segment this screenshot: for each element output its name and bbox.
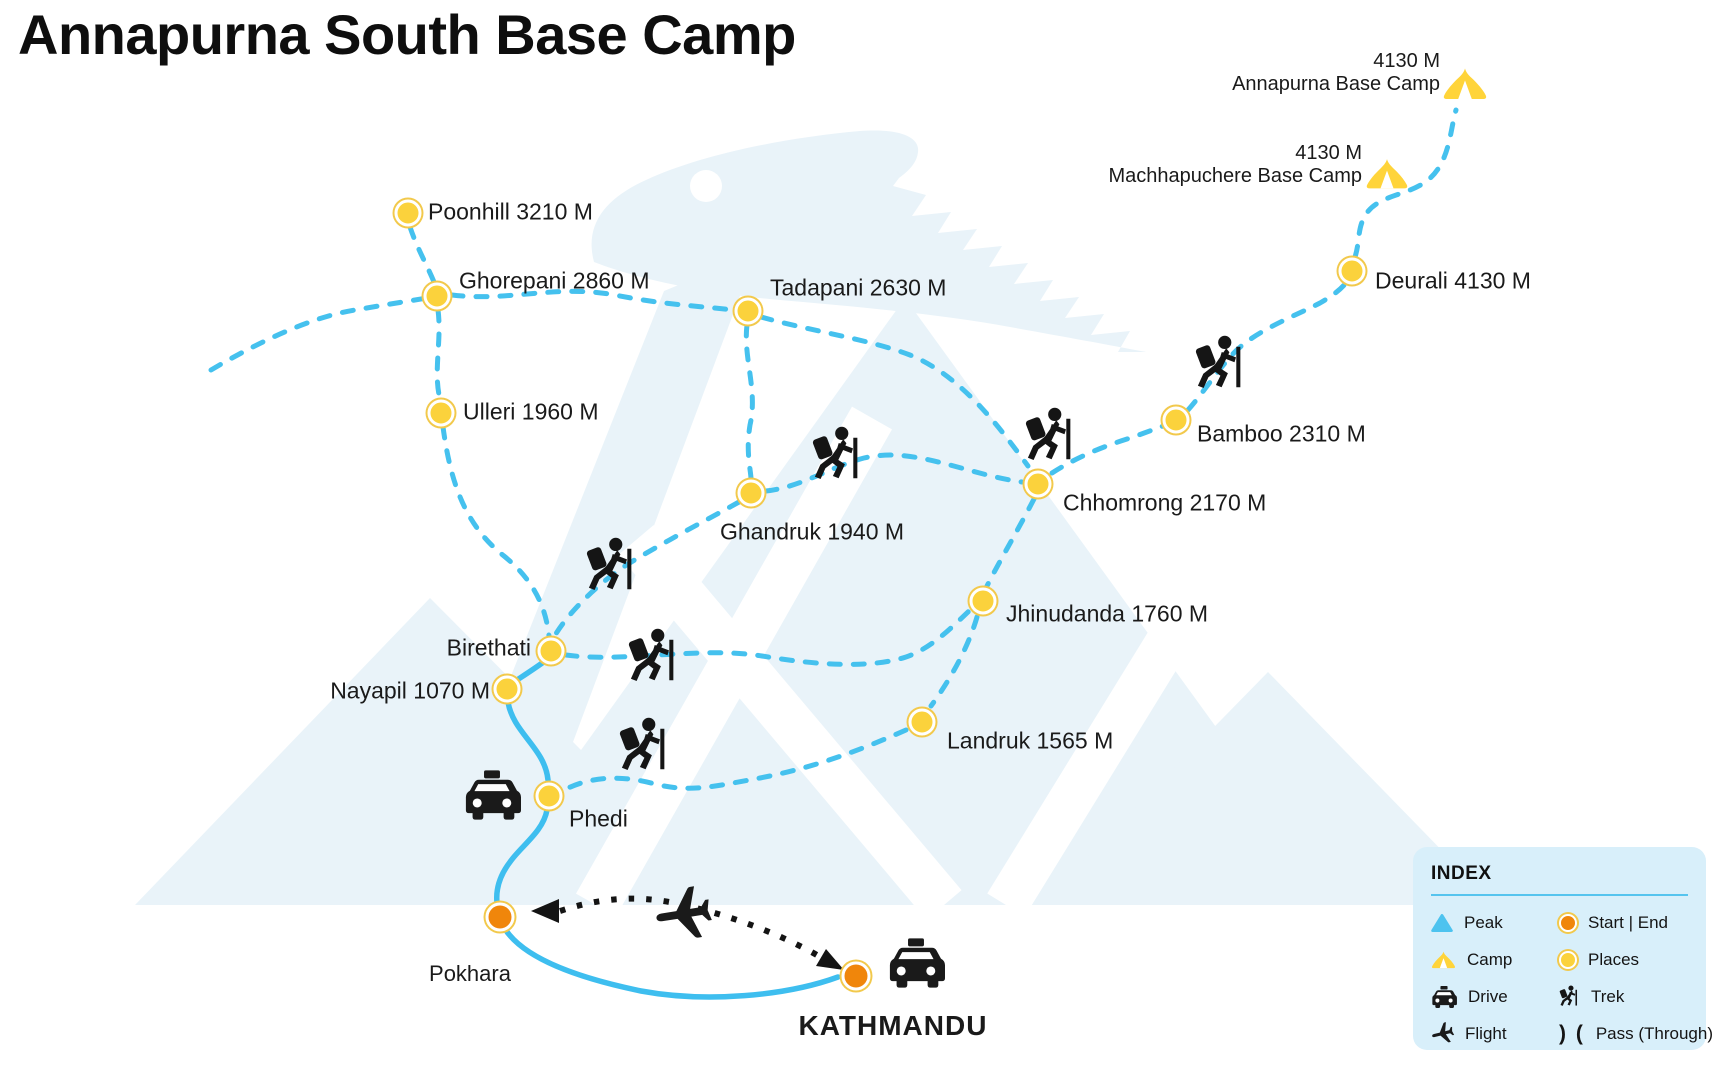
legend-item-pass-through: ) ( Pass (Through) bbox=[1559, 1021, 1713, 1046]
taxi-icon bbox=[887, 938, 945, 988]
legend-label: Peak bbox=[1464, 912, 1503, 932]
legend-panel: INDEX Peak Start | End Camp Places Drive bbox=[1413, 847, 1713, 1052]
place-label-pokhara: Pokhara bbox=[429, 961, 511, 986]
place-label-birethati: Birethati bbox=[446, 634, 531, 661]
legend-title: INDEX bbox=[1431, 863, 1492, 884]
legend-label: Flight bbox=[1465, 1023, 1507, 1043]
legend-item-trek: Trek bbox=[1559, 985, 1696, 1008]
airplane-icon bbox=[650, 881, 716, 947]
legend-item-drive: Drive bbox=[1431, 986, 1559, 1008]
place-marker-birethati bbox=[537, 637, 565, 665]
place-marker-bamboo bbox=[1162, 406, 1190, 434]
trek-route-ghorepani-tadapani bbox=[449, 288, 736, 313]
hiker-icon bbox=[811, 425, 865, 485]
legend-label: Places bbox=[1588, 949, 1640, 969]
flight-route bbox=[531, 895, 844, 970]
flight-arrowhead-kathmandu bbox=[816, 949, 844, 970]
place-label-ghandruk: Ghandruk 1940 M bbox=[719, 518, 905, 545]
hiker-icon bbox=[1194, 334, 1248, 394]
legend-label: Camp bbox=[1467, 949, 1513, 969]
place-label-deurali: Deurali 4130 M bbox=[1375, 267, 1531, 294]
drive-route-phedi-pokhara bbox=[493, 807, 550, 906]
trek-route-deurali-basecamps bbox=[1352, 107, 1459, 260]
legend-label: Start | End bbox=[1588, 912, 1669, 932]
watermark-mountains-ice-axe bbox=[135, 130, 1495, 920]
taxi-icon bbox=[463, 770, 521, 820]
legend-divider bbox=[1431, 894, 1688, 896]
place-label-jhinudanda: Jhinudanda 1760 M bbox=[1006, 600, 1209, 627]
legend-label: Pass (Through) bbox=[1595, 1023, 1713, 1043]
place-marker-jhinudanda bbox=[969, 587, 997, 615]
place-label-kathmandu: KATHMANDU bbox=[798, 1010, 988, 1041]
peak-icon bbox=[1431, 914, 1453, 932]
drive-route-nayapil-phedi bbox=[505, 699, 551, 783]
place-label-ulleri: Ulleri 1960 M bbox=[463, 398, 599, 425]
legend-item-start-end: Start | End bbox=[1559, 913, 1696, 933]
trek-route-chhomrong-bamboo bbox=[1049, 423, 1166, 476]
legend-label: Trek bbox=[1591, 986, 1625, 1006]
place-marker-ghandruk bbox=[737, 479, 765, 507]
place-label-bamboo: Bamboo 2310 M bbox=[1197, 420, 1366, 447]
drive-route-pokhara-kathmandu bbox=[502, 926, 841, 1000]
place-marker-deurali bbox=[1338, 257, 1366, 285]
legend-grid: Peak Start | End Camp Places Drive Trek bbox=[1431, 904, 1713, 1052]
place-marker-chhomrong bbox=[1024, 470, 1052, 498]
trek-route-chhomrong-jhinudanda bbox=[984, 496, 1037, 589]
place-label-chhomrong: Chhomrong 2170 M bbox=[1063, 489, 1267, 516]
camp-name: Annapurna Base Camp bbox=[1232, 73, 1440, 95]
hiker-icon bbox=[585, 536, 639, 596]
legend-label: Drive bbox=[1468, 986, 1508, 1006]
flight-arrowhead-pokhara bbox=[531, 899, 559, 923]
camp-label-annapurna-base-camp: 4130 M Annapurna Base Camp bbox=[1232, 50, 1440, 96]
camp-elevation: 4130 M bbox=[1373, 50, 1440, 72]
hiker-icon bbox=[618, 716, 672, 776]
place-label-nayapil: Nayapil 1070 M bbox=[330, 677, 490, 704]
tent-icon bbox=[1365, 158, 1409, 190]
place-marker-ulleri bbox=[427, 399, 455, 427]
trek-route-ulleri-birethati bbox=[440, 424, 552, 639]
place-label-tadapani: Tadapani 2630 M bbox=[770, 274, 947, 301]
pass-through-icon: ) ( bbox=[1559, 1021, 1585, 1045]
place-marker-tadapani bbox=[734, 297, 762, 325]
place-marker-nayapil bbox=[493, 675, 521, 703]
hiker-icon bbox=[1024, 406, 1078, 466]
place-label-landruk: Landruk 1565 M bbox=[947, 727, 1114, 754]
trek-route-ghandruk-chhomrong bbox=[763, 452, 1025, 494]
camp-icon bbox=[1431, 951, 1456, 969]
place-label-phedi: Phedi bbox=[569, 805, 628, 832]
camp-name: Machhapuchere Base Camp bbox=[1108, 165, 1362, 187]
page-title: Annapurna South Base Camp bbox=[18, 3, 796, 66]
trek-route-jhinudanda-landruk bbox=[928, 614, 980, 709]
places-icon bbox=[1559, 950, 1577, 969]
trek-route-bamboo-deurali bbox=[1185, 281, 1348, 413]
start-end-marker-pokhara bbox=[485, 902, 515, 932]
hiker-icon bbox=[627, 627, 681, 687]
flight-plane-icon bbox=[1429, 1020, 1457, 1048]
trek-route-poonhill-ghorepani bbox=[407, 224, 437, 285]
place-marker-ghorepani bbox=[423, 282, 451, 310]
trek-route-tadapani-ghandruk bbox=[743, 322, 755, 481]
place-label-ghorepani: Ghorepani 2860 M bbox=[459, 267, 650, 294]
legend-item-flight: Flight bbox=[1431, 1022, 1559, 1045]
camp-label-machhapuchere-base-camp: 4130 M Machhapuchere Base Camp bbox=[1109, 142, 1362, 188]
tent-icon bbox=[1442, 67, 1488, 101]
trek-route-ghorepani-ulleri bbox=[434, 307, 443, 402]
camp-elevation: 4130 M bbox=[1295, 142, 1362, 164]
place-label-poonhill: Poonhill 3210 M bbox=[428, 198, 593, 225]
legend-item-camp: Camp bbox=[1431, 950, 1559, 970]
place-marker-poonhill bbox=[394, 199, 422, 227]
start-end-icon bbox=[1559, 913, 1577, 932]
trek-route-landruk-phedi bbox=[563, 727, 909, 792]
trek-route-west-tail bbox=[208, 294, 436, 373]
legend-item-peak: Peak bbox=[1431, 913, 1559, 933]
trek-hiker-icon bbox=[1559, 985, 1580, 1008]
start-end-marker-kathmandu bbox=[841, 961, 871, 991]
drive-taxi-icon bbox=[1431, 986, 1457, 1008]
place-marker-phedi bbox=[535, 782, 563, 810]
legend-item-places: Places bbox=[1559, 950, 1696, 970]
place-marker-landruk bbox=[908, 708, 936, 736]
trek-route-tadapani-chhomrong bbox=[758, 314, 1031, 469]
